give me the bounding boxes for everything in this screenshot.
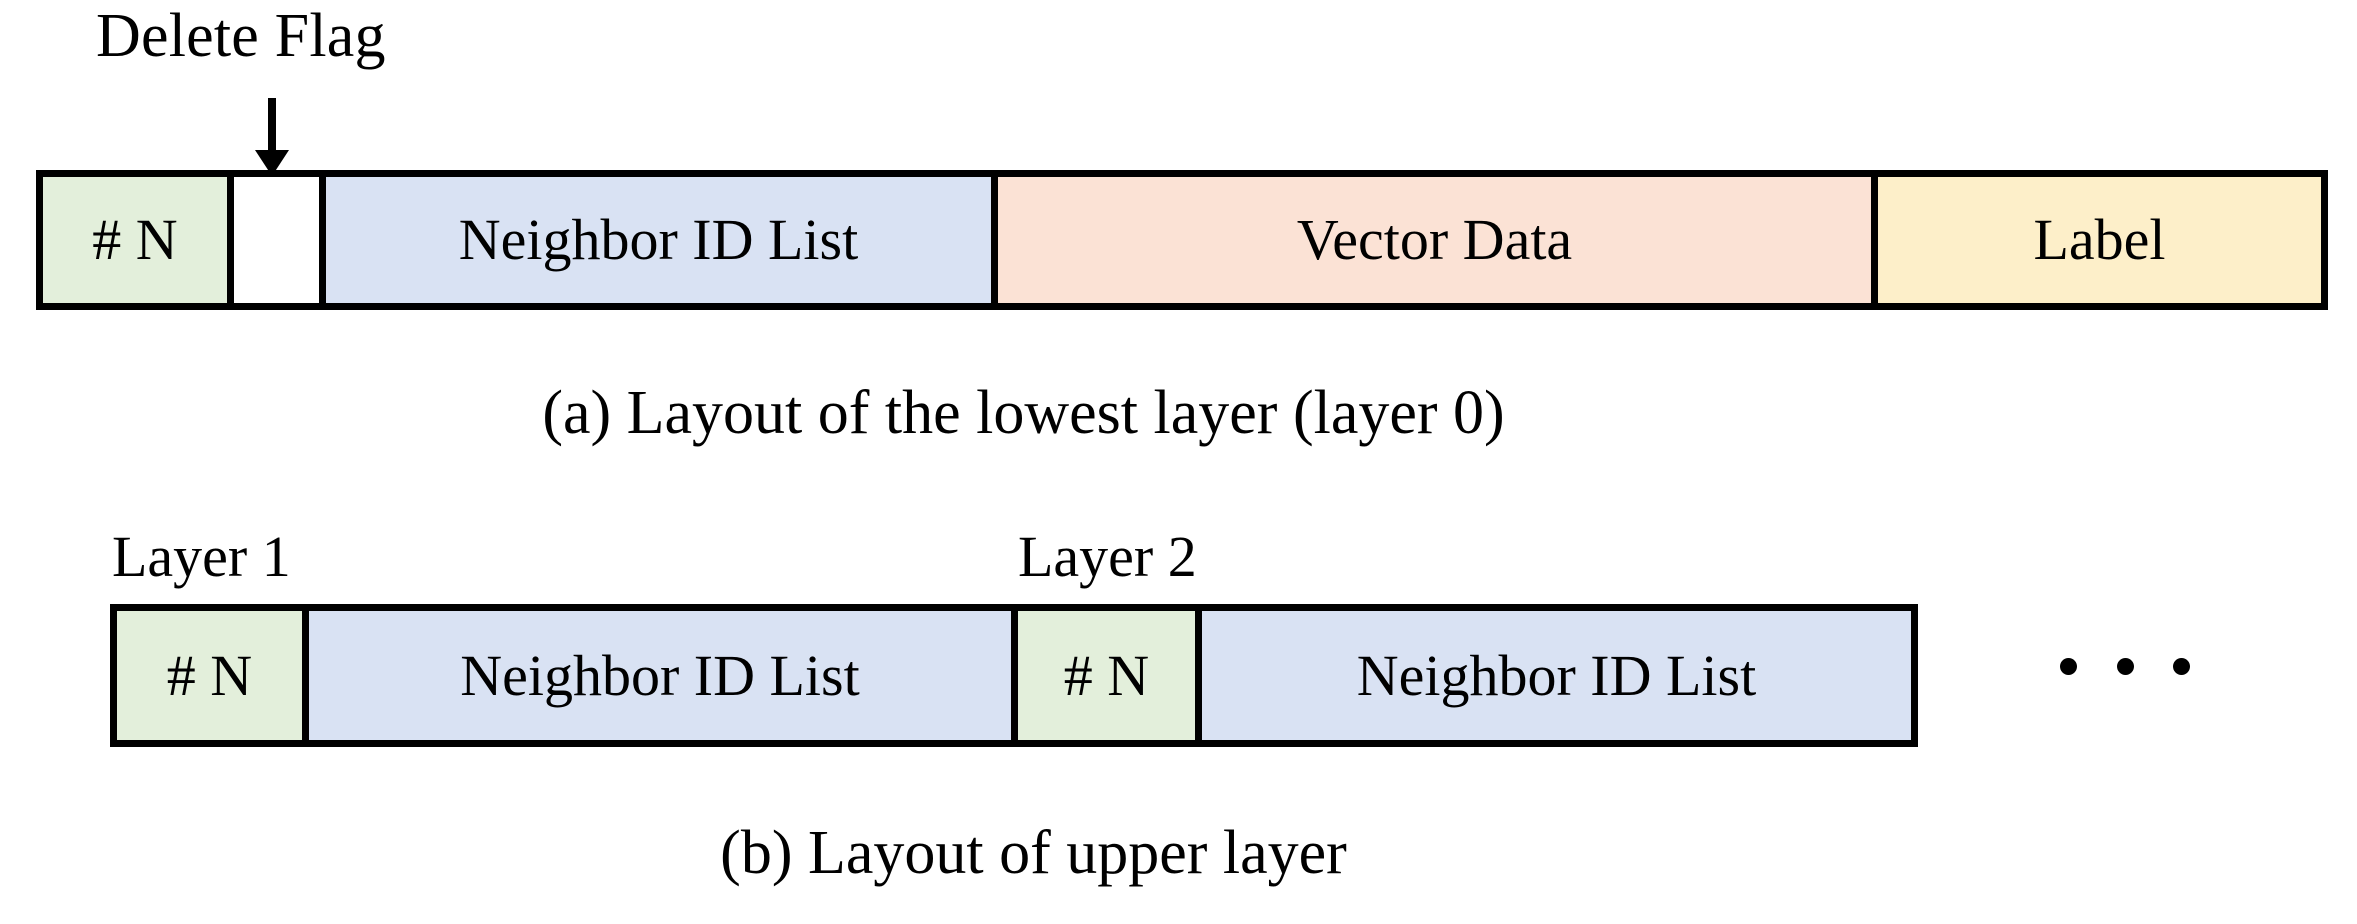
cell-neighbor-id-list-layer-1: Neighbor ID List [302, 611, 1011, 740]
upper-layer-record-layout-bar: # N Neighbor ID List # N Neighbor ID Lis… [110, 604, 1918, 747]
cell-neighbor-count-layer-1: # N [117, 611, 302, 740]
cell-neighbor-count-layer-2: # N [1011, 611, 1195, 740]
ellipsis-icon [2060, 636, 2190, 696]
down-arrow-icon [248, 98, 296, 176]
cell-label: Label [1871, 177, 2321, 303]
layer0-record-layout-bar: # N Neighbor ID List Vector Data Label [36, 170, 2328, 310]
ellipsis-dot [2173, 657, 2190, 675]
cell-vector-data: Vector Data [991, 177, 1871, 303]
caption-section-b: (b) Layout of upper layer [720, 819, 1347, 887]
ellipsis-dot [2060, 657, 2077, 675]
cell-delete-flag [227, 177, 319, 303]
cell-neighbor-count: # N [43, 177, 227, 303]
cell-neighbor-id-list-layer-2: Neighbor ID List [1195, 611, 1911, 740]
cell-neighbor-id-list: Neighbor ID List [319, 177, 991, 303]
layer-tag-2: Layer 2 [1018, 524, 1197, 589]
layer-tag-1: Layer 1 [112, 524, 291, 589]
ellipsis-dot [2116, 657, 2134, 675]
caption-section-a: (a) Layout of the lowest layer (layer 0) [542, 379, 1505, 447]
delete-flag-annotation-label: Delete Flag [96, 2, 386, 70]
